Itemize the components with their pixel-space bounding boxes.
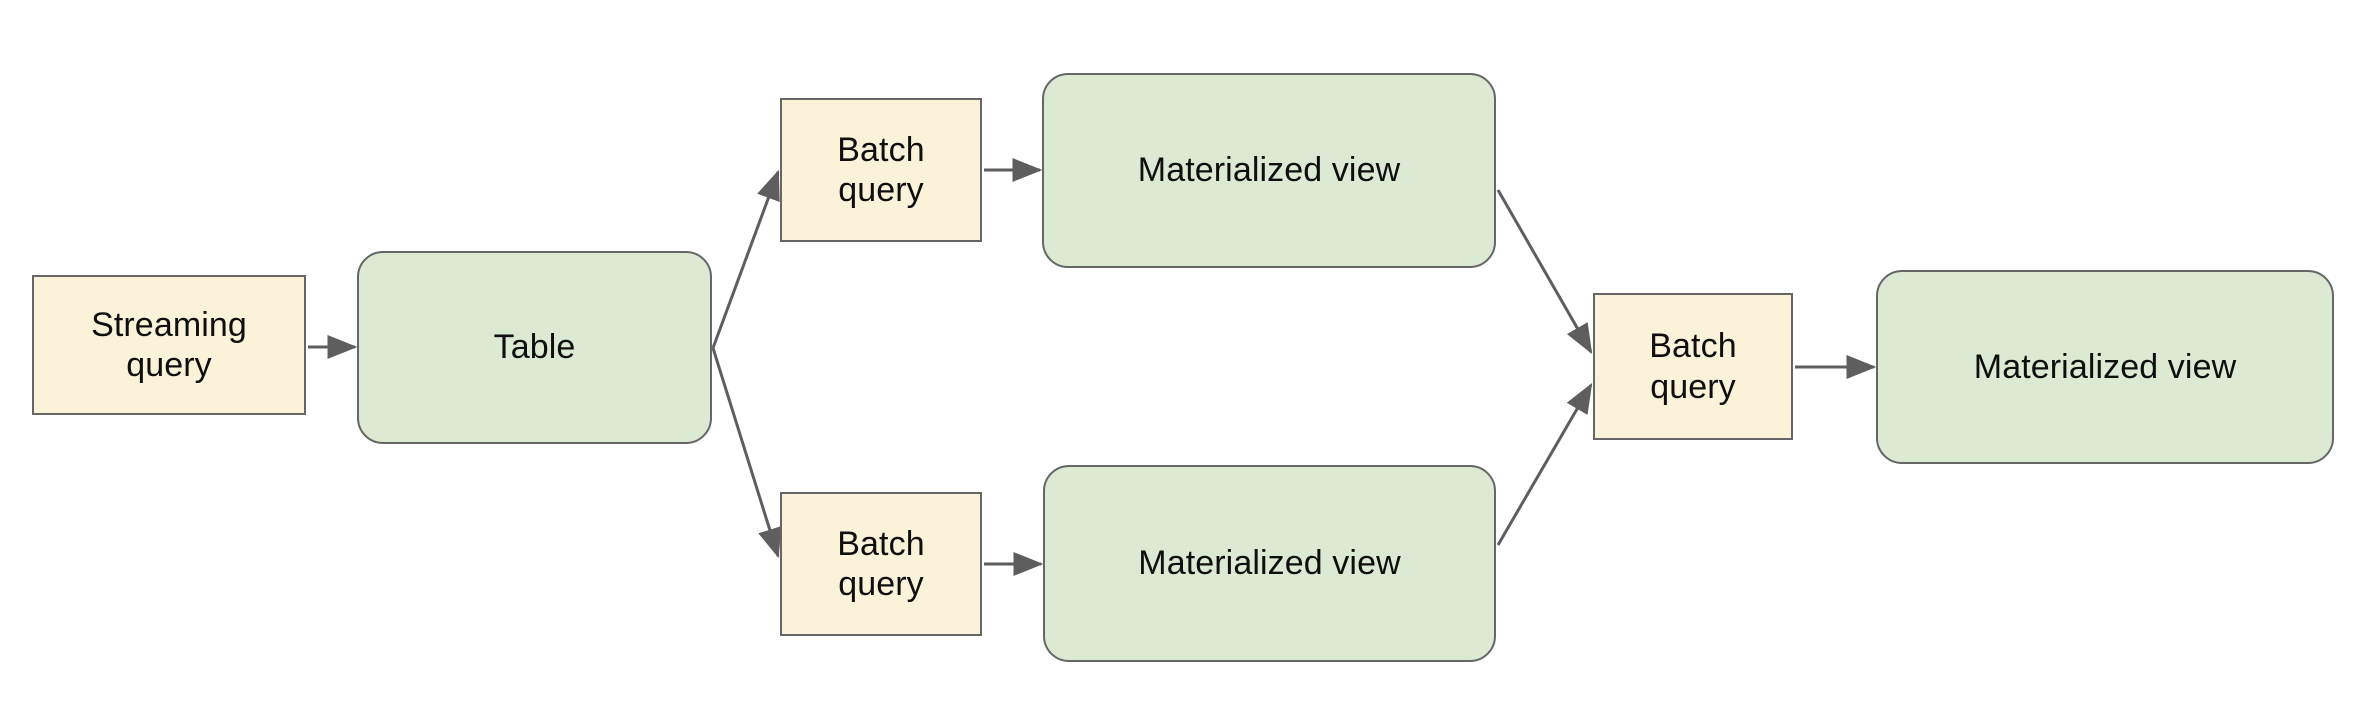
node-streaming-query-label: Streaming query (91, 305, 247, 384)
node-materialized-view-top-label: Materialized view (1137, 151, 1401, 190)
node-batch-query-right[interactable]: Batch query (1593, 293, 1793, 440)
node-batch-query-top[interactable]: Batch query (780, 98, 982, 242)
node-batch-query-bottom-label: Batch query (837, 524, 925, 603)
node-table-label: Table (493, 328, 576, 367)
node-streaming-query[interactable]: Streaming query (32, 275, 306, 415)
node-materialized-view-right[interactable]: Materialized view (1876, 270, 2334, 464)
edge-table-to-batch-bottom (711, 347, 782, 559)
node-materialized-view-top[interactable]: Materialized view (1042, 73, 1496, 268)
node-materialized-view-bottom[interactable]: Materialized view (1043, 465, 1496, 662)
node-materialized-view-right-label: Materialized view (1973, 347, 2237, 386)
edge-mv-bottom-to-batch-right (1496, 382, 1593, 546)
node-materialized-view-bottom-label: Materialized view (1138, 544, 1401, 583)
node-batch-query-top-label: Batch query (837, 130, 925, 209)
node-batch-query-bottom[interactable]: Batch query (780, 492, 982, 636)
edge-mv-top-to-batch-right (1496, 189, 1593, 355)
edge-table-to-batch-top (711, 169, 780, 349)
node-table[interactable]: Table (357, 251, 712, 444)
node-batch-query-right-label: Batch query (1649, 327, 1737, 406)
